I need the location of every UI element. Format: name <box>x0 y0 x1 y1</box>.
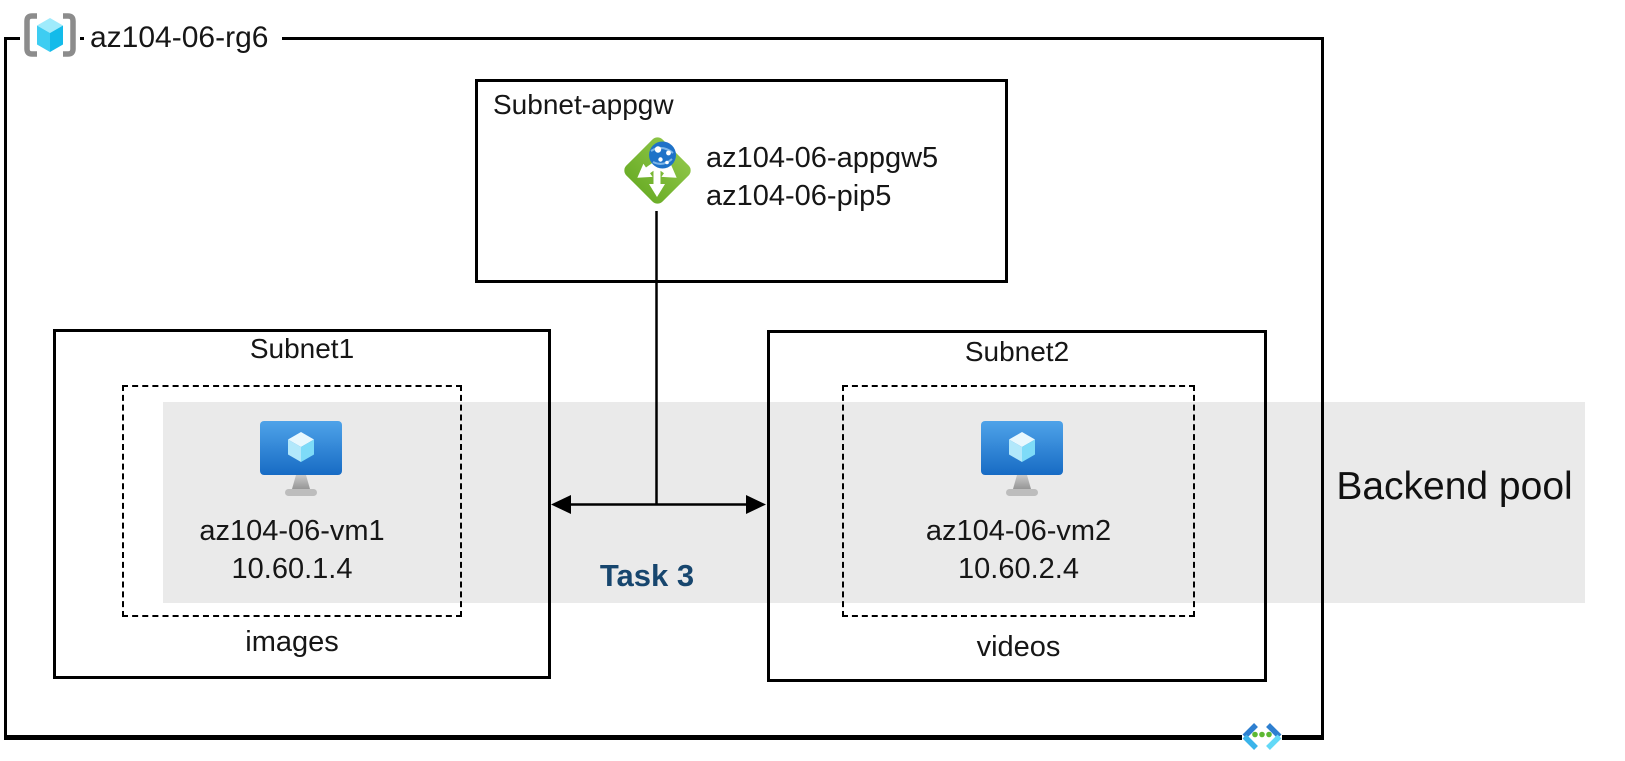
appgw-labels: az104-06-appgw5 az104-06-pip5 <box>706 139 938 215</box>
virtual-machine-icon <box>259 420 343 507</box>
virtual-network-icon <box>1237 721 1287 756</box>
application-gateway-icon <box>617 131 697 220</box>
subnet1-title: Subnet1 <box>249 333 355 364</box>
bracket-left <box>24 12 37 57</box>
monitor-stand <box>292 475 310 489</box>
subnet2-storage-label: videos <box>976 631 1061 663</box>
appgw-subnet-title: Subnet-appgw <box>493 89 674 120</box>
subnet1-vm-group-box <box>122 385 462 617</box>
subnet2-box <box>767 330 1267 682</box>
chevron-left <box>1242 723 1258 750</box>
resource-group-box <box>4 37 1324 740</box>
subnet2-vm-group-box <box>842 385 1195 617</box>
vm1-labels: az104-06-vm1 10.60.1.4 <box>122 512 462 588</box>
subnet2-title: Subnet2 <box>964 336 1070 367</box>
resource-group-icon <box>20 9 80 60</box>
subnet1-box <box>53 329 551 679</box>
monitor-stand <box>1013 475 1031 489</box>
virtual-machine-icon <box>980 420 1064 507</box>
appgw-subnet-box <box>475 79 1008 283</box>
network-dots <box>1252 731 1272 738</box>
vm2-name: az104-06-vm2 <box>925 515 1112 547</box>
vm2-labels: az104-06-vm2 10.60.2.4 <box>842 512 1195 588</box>
public-ip-name: az104-06-pip5 <box>706 180 892 212</box>
appgw-name: az104-06-appgw5 <box>706 142 939 174</box>
globe <box>649 141 676 169</box>
vm2-ip: 10.60.2.4 <box>958 553 1079 585</box>
vm1-name: az104-06-vm1 <box>199 515 385 547</box>
resource-group-title: az104-06-rg6 <box>84 18 283 58</box>
chevron-right <box>1266 723 1282 750</box>
bracket-right <box>63 12 76 57</box>
backend-pool-band <box>163 402 1585 603</box>
vm1-ip: 10.60.1.4 <box>231 553 353 585</box>
backend-pool-label: Backend pool <box>1336 465 1573 508</box>
subnet1-storage-label: images <box>245 626 339 658</box>
task-label: Task 3 <box>599 558 695 593</box>
